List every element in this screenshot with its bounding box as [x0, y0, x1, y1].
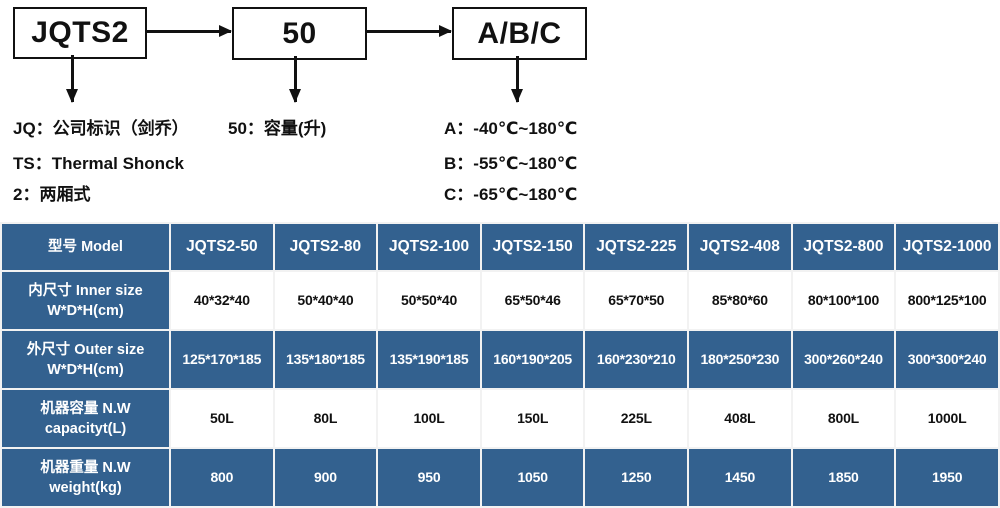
arrow-right-icon	[365, 30, 451, 33]
legend-grade-c: C：-65℃~180℃	[444, 185, 578, 204]
legend-capacity: 50：容量(升)	[228, 119, 327, 138]
cell-weight-1: 900	[274, 449, 377, 506]
cell-inner-size-5: 85*80*60	[689, 272, 791, 329]
cell-weight-7: 1950	[896, 449, 998, 506]
cell-weight-2: 950	[378, 449, 480, 506]
row-label-capacity: 机器容量 N.W capacityt(L)	[2, 390, 170, 447]
row-label-weight-line1: 机器重量 N.W	[40, 459, 131, 476]
diagram-box-temperature-code: A/B/C	[452, 7, 587, 60]
cell-capacity-3: 150L	[481, 390, 584, 447]
table-row-inner-size: 内尺寸 Inner size W*D*H(cm) 40*32*40 50*40*…	[2, 272, 998, 329]
table-header-model-1: JQTS2-80	[274, 224, 377, 270]
table-header-model-4: JQTS2-225	[585, 224, 688, 270]
legend-jq: JQ：公司标识（剑乔）	[13, 119, 189, 138]
cell-inner-size-4: 65*70*50	[585, 272, 688, 329]
cell-outer-size-5: 180*250*230	[689, 331, 791, 388]
specification-table: 型号 Model JQTS2-50 JQTS2-80 JQTS2-100 JQT…	[0, 222, 1000, 508]
cell-weight-4: 1250	[585, 449, 688, 506]
cell-outer-size-0: 125*170*185	[171, 331, 273, 388]
cell-outer-size-4: 160*230*210	[585, 331, 688, 388]
row-label-outer-size: 外尺寸 Outer size W*D*H(cm)	[2, 331, 170, 388]
cell-inner-size-0: 40*32*40	[171, 272, 273, 329]
row-label-capacity-line1: 机器容量 N.W	[40, 400, 131, 417]
diagram-box-capacity-code: 50	[232, 7, 367, 60]
model-code-diagram: JQTS2 50 A/B/C JQ：公司标识（剑乔） TS：Thermal Sh…	[0, 0, 1000, 214]
legend-ts: TS：Thermal Shonck	[13, 154, 184, 173]
cell-outer-size-6: 300*260*240	[792, 331, 895, 388]
arrow-down-icon	[71, 55, 74, 102]
row-label-outer-size-line1: 外尺寸 Outer size	[26, 341, 145, 358]
diagram-box-model-code: JQTS2	[13, 7, 147, 59]
table-row-outer-size: 外尺寸 Outer size W*D*H(cm) 125*170*185 135…	[2, 331, 998, 388]
cell-capacity-1: 80L	[274, 390, 377, 447]
table-header-model-5: JQTS2-408	[689, 224, 791, 270]
arrow-down-icon	[516, 56, 519, 102]
row-label-outer-size-line2: W*D*H(cm)	[47, 361, 124, 378]
cell-inner-size-2: 50*50*40	[378, 272, 480, 329]
row-label-inner-size: 内尺寸 Inner size W*D*H(cm)	[2, 272, 170, 329]
cell-capacity-4: 225L	[585, 390, 688, 447]
table-row-weight: 机器重量 N.W weight(kg) 800 900 950 1050 125…	[2, 449, 998, 506]
table-header-model-6: JQTS2-800	[792, 224, 895, 270]
cell-weight-5: 1450	[689, 449, 791, 506]
cell-capacity-7: 1000L	[896, 390, 998, 447]
legend-two-chamber: 2：两厢式	[13, 185, 91, 204]
cell-outer-size-2: 135*190*185	[378, 331, 480, 388]
cell-inner-size-3: 65*50*46	[481, 272, 584, 329]
row-label-weight-line2: weight(kg)	[49, 479, 122, 496]
cell-capacity-6: 800L	[792, 390, 895, 447]
table-header-model-2: JQTS2-100	[378, 224, 480, 270]
cell-inner-size-1: 50*40*40	[274, 272, 377, 329]
cell-weight-6: 1850	[792, 449, 895, 506]
cell-inner-size-6: 80*100*100	[792, 272, 895, 329]
cell-outer-size-7: 300*300*240	[896, 331, 998, 388]
table-header-model-7: JQTS2-1000	[896, 224, 998, 270]
cell-capacity-2: 100L	[378, 390, 480, 447]
cell-inner-size-7: 800*125*100	[896, 272, 998, 329]
legend-grade-b: B：-55℃~180℃	[444, 154, 578, 173]
table-row-model: 型号 Model JQTS2-50 JQTS2-80 JQTS2-100 JQT…	[2, 224, 998, 270]
row-label-weight: 机器重量 N.W weight(kg)	[2, 449, 170, 506]
table-row-capacity: 机器容量 N.W capacityt(L) 50L 80L 100L 150L …	[2, 390, 998, 447]
row-label-inner-size-line1: 内尺寸 Inner size	[28, 282, 143, 299]
table-header-model-3: JQTS2-150	[481, 224, 584, 270]
table-header-model-0: JQTS2-50	[171, 224, 273, 270]
legend-grade-a: A：-40℃~180℃	[444, 119, 578, 138]
row-label-capacity-line2: capacityt(L)	[44, 420, 127, 437]
arrow-down-icon	[294, 56, 297, 102]
row-label-model: 型号 Model	[2, 224, 170, 270]
row-label-inner-size-line2: W*D*H(cm)	[47, 302, 124, 319]
cell-weight-0: 800	[171, 449, 273, 506]
cell-capacity-0: 50L	[171, 390, 273, 447]
arrow-right-icon	[145, 30, 231, 33]
cell-outer-size-1: 135*180*185	[274, 331, 377, 388]
cell-capacity-5: 408L	[689, 390, 791, 447]
cell-outer-size-3: 160*190*205	[481, 331, 584, 388]
cell-weight-3: 1050	[481, 449, 584, 506]
